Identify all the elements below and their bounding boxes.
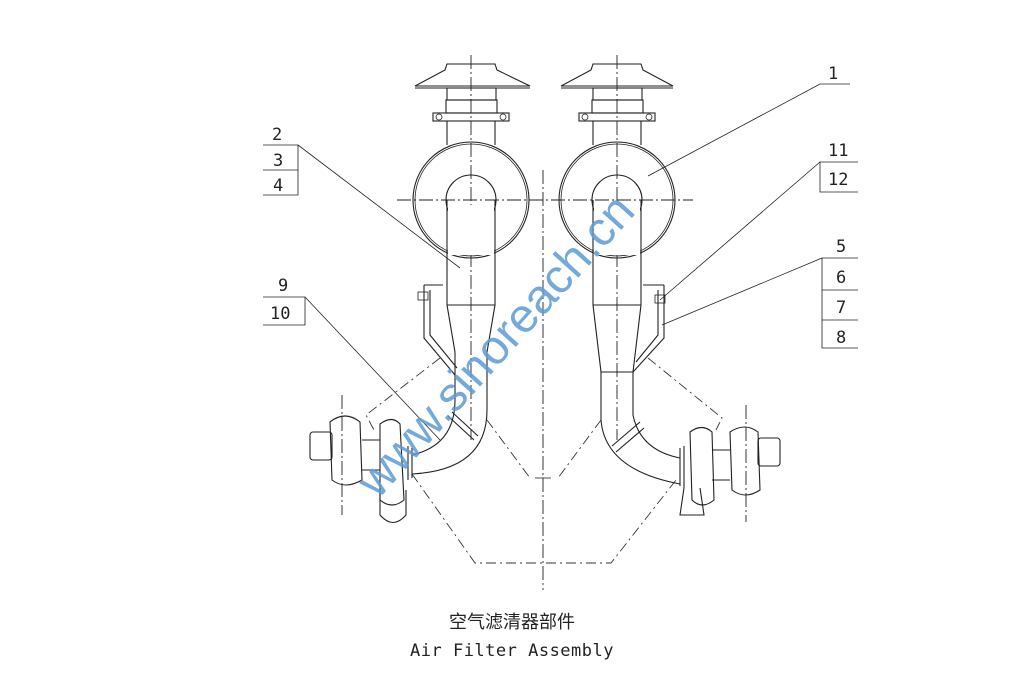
callout-2: 2 <box>272 125 282 145</box>
callout-4: 4 <box>273 176 283 196</box>
callout-group-9-10: 9 10 <box>263 276 441 441</box>
caption-chinese: 空气滤清器部件 <box>449 612 575 633</box>
caption-english: Air Filter Assembly <box>410 641 614 661</box>
callout-group-1: 1 <box>647 64 850 177</box>
callout-group-5-6-7-8: 5 6 7 8 <box>661 237 858 349</box>
callout-11: 11 <box>828 141 848 161</box>
left-air-filter <box>309 63 531 524</box>
engine-outline <box>365 357 723 564</box>
callout-group-11-12: 11 12 <box>659 141 858 301</box>
watermark: www.sinoreach.cn <box>346 184 645 508</box>
callout-6: 6 <box>836 268 846 288</box>
callout-9: 9 <box>278 276 288 296</box>
callout-10: 10 <box>270 304 290 324</box>
callout-3: 3 <box>273 151 283 171</box>
callout-12: 12 <box>828 170 848 190</box>
right-air-filter <box>558 63 781 522</box>
callout-8: 8 <box>836 328 846 348</box>
callout-7: 7 <box>836 298 846 318</box>
callout-1: 1 <box>828 64 838 84</box>
callout-group-2-3-4: 2 3 4 <box>263 125 461 269</box>
callout-5: 5 <box>836 237 846 257</box>
